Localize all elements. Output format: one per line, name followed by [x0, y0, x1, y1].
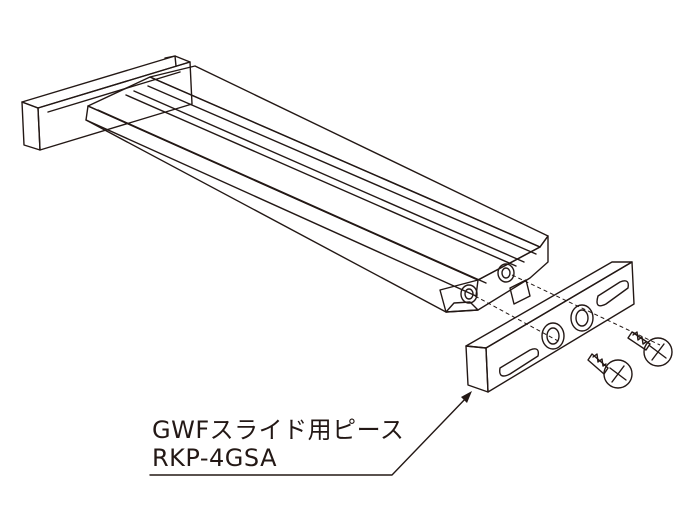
part-number-label: RKP-4GSA	[152, 444, 277, 472]
callout-leader	[149, 391, 472, 476]
phillips-screw-icon	[627, 331, 673, 367]
front-slide-piece	[465, 261, 635, 393]
part-name-label: GWFスライド用ピース	[152, 416, 405, 444]
alignment-guides	[474, 274, 661, 346]
phillips-screw-icon	[587, 353, 633, 389]
aluminium-rail	[85, 65, 549, 313]
rear-slide-piece	[21, 55, 193, 151]
